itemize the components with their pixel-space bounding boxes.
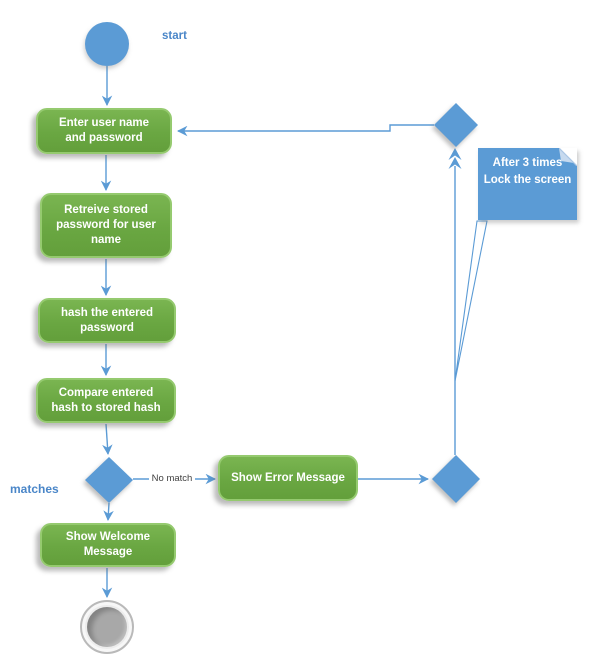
match-decision-diamond [85,457,133,503]
task-show-error: Show Error Message [218,455,358,501]
task-retrieve-line3: name [90,233,122,246]
task-enter-line1: Enter user name [58,117,150,130]
callout-tail [454,220,488,382]
callout-line2: Lock the [483,173,531,186]
task-retrieve-line1: Retreive stored [64,204,148,217]
folded-corner-icon [559,148,577,166]
retry-junction-bottom-diamond [432,455,480,503]
task-hash-password: hash the entered password [38,298,176,343]
callout-line1: After 3 times [492,157,563,169]
retry-arrowhead-chevron-1 [448,148,462,160]
task-retrieve-line2: password for user [56,219,156,232]
task-enter-line2: and password [65,132,143,144]
note-callout: After 3 times Lock the screen [478,148,577,220]
edge-label-no-match: No match [149,471,195,485]
task-welcome-line2: Message [83,546,133,558]
edge-junction-to-enter [176,124,434,137]
task-welcome-line1: Show Welcome [65,531,151,544]
task-hash-line1: hash the entered [60,306,154,319]
retry-arrowhead-chevron-2 [448,157,462,169]
task-error-line1: Show Error Message [231,471,345,484]
task-hash-line2: password [80,321,134,334]
retry-junction-top-diamond [434,103,478,147]
edge-decision-to-welcome [103,502,114,522]
task-compare-hash: Compare entered hash to stored hash [36,378,176,423]
task-enter-credentials: Enter user name and password [36,108,172,154]
task-compare-line2: hash to stored hash [51,401,161,414]
task-show-welcome: Show Welcome Message [40,523,176,567]
callout-line3: screen [534,173,572,186]
edge-compare-to-decision [102,423,113,456]
start-node-circle [85,22,129,66]
task-compare-line1: Compare entered [58,386,154,399]
start-label: start [162,30,187,42]
edge-label-matches: matches [10,482,59,496]
end-final-node [80,600,134,654]
task-retrieve-password: Retreive stored password for user name [40,193,172,258]
end-final-node-inner [87,607,127,647]
